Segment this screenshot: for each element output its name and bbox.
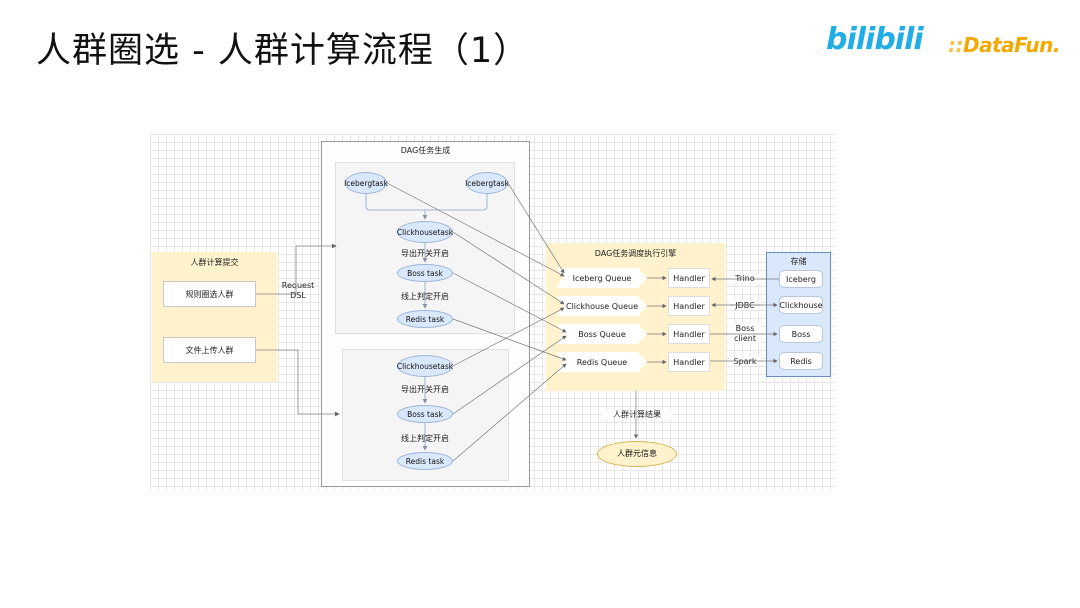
iceberg-task-a-line1: Iceberg [344,178,373,188]
storage-iceberg: Iceberg [779,270,823,288]
datafun-logo: ::DataFun. [948,33,1060,57]
bilibili-logo: bilibili [826,22,924,57]
request-dsl-label-2: DSL [290,291,306,300]
boss-task-2: Boss task [397,405,453,423]
redis-task-1: Redis task [397,310,453,328]
online-check-label-2: 线上判定开启 [401,434,449,443]
iceberg-queue: Iceberg Queue [557,268,647,288]
clickhouse-task-1-line1: Clickhouse [396,227,438,237]
iceberg-task-b-line2: task [493,178,509,188]
dag-gen-title: DAG任务生成 [400,146,451,155]
boss-client-label-2: client [729,334,761,344]
engine-title: DAG任务调度执行引擎 [594,249,677,258]
datafun-logo-dots: :: [948,33,964,57]
crowd-meta-node: 人群元信息 [597,441,677,467]
handler-redis: Handler [668,352,710,372]
clickhouse-queue: Clickhouse Queue [557,296,647,316]
datafun-logo-text: DataFun. [963,33,1060,57]
iceberg-task-b-line1: Iceberg [465,178,494,188]
submit-panel-title: 人群计算提交 [190,258,239,267]
file-crowd-node: 文件上传人群 [163,337,256,363]
rule-crowd-node: 规则圈选人群 [163,281,256,307]
handler-clickhouse: Handler [668,296,710,316]
iceberg-task-a-line2: task [372,178,388,188]
boss-client-label-1: Boss [729,324,761,334]
export-switch-label-2: 导出开关开启 [401,385,449,394]
export-switch-label-1: 导出开关开启 [401,249,449,258]
redis-task-2: Redis task [397,452,453,470]
clickhouse-task-2-line1: Clickhouse [396,361,438,371]
request-dsl-label-1: Request [281,281,315,290]
clickhouse-task-1-line2: task [437,227,454,237]
storage-redis: Redis [779,352,823,370]
storage-boss: Boss [779,325,823,343]
handler-iceberg: Handler [668,268,710,288]
boss-task-1: Boss task [397,264,453,282]
trino-label: Trino [729,274,761,284]
clickhouse-task-2-line2: task [437,361,454,371]
online-check-label-1: 线上判定开启 [401,292,449,301]
storage-title: 存储 [790,257,807,266]
redis-queue: Redis Queue [557,352,647,372]
storage-clickhouse: Clickhouse [779,296,823,314]
spark-label: Spark [729,357,761,367]
result-label: 人群计算结果 [602,410,672,420]
boss-queue: Boss Queue [557,324,647,344]
slide-title: 人群圈选 - 人群计算流程（1） [36,31,530,71]
handler-boss: Handler [668,324,710,344]
jdbc-label: JDBC [729,301,761,311]
